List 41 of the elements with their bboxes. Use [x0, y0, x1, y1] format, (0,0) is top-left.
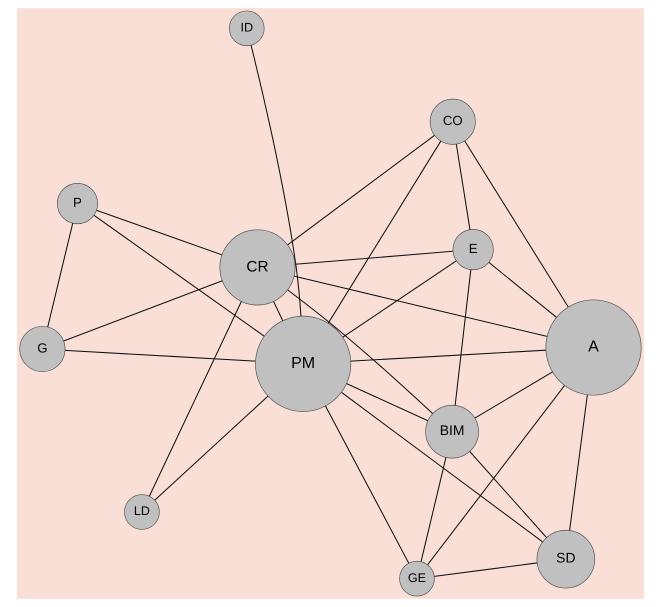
connector	[65, 350, 256, 362]
connector	[342, 260, 457, 338]
connector	[456, 144, 470, 230]
node-circle: P	[56, 183, 98, 224]
connector	[341, 392, 543, 542]
connector	[94, 214, 264, 337]
connector	[350, 350, 546, 362]
connector	[287, 135, 435, 246]
connector	[427, 385, 565, 565]
connector	[474, 372, 553, 418]
node-circle: LD	[124, 494, 160, 530]
connector	[469, 451, 547, 538]
connector	[325, 406, 410, 564]
connector	[295, 250, 453, 265]
connector	[148, 301, 242, 496]
connector	[287, 289, 433, 414]
connector	[96, 210, 222, 256]
connector	[464, 140, 569, 308]
connector	[250, 45, 302, 316]
node-circle: SD	[536, 530, 596, 588]
connector	[154, 396, 268, 501]
node-circle: CO	[430, 98, 476, 145]
connector	[569, 394, 588, 530]
connector	[63, 280, 222, 342]
connector	[346, 383, 428, 422]
node-circle: GE	[399, 560, 435, 596]
connector	[488, 262, 557, 318]
connector	[273, 301, 284, 321]
node-circle: PM	[255, 316, 352, 412]
node-circle: CR	[220, 229, 296, 306]
node-circle: G	[19, 326, 66, 372]
connector	[47, 223, 74, 328]
connector	[454, 270, 472, 406]
connector	[434, 562, 538, 577]
node-circle: ID	[229, 10, 264, 46]
connector	[328, 140, 442, 324]
node-circle: BIM	[425, 404, 479, 458]
node-circle: E	[452, 229, 494, 270]
connector	[294, 276, 548, 337]
connector	[420, 458, 446, 562]
node-circle: A	[546, 299, 642, 396]
